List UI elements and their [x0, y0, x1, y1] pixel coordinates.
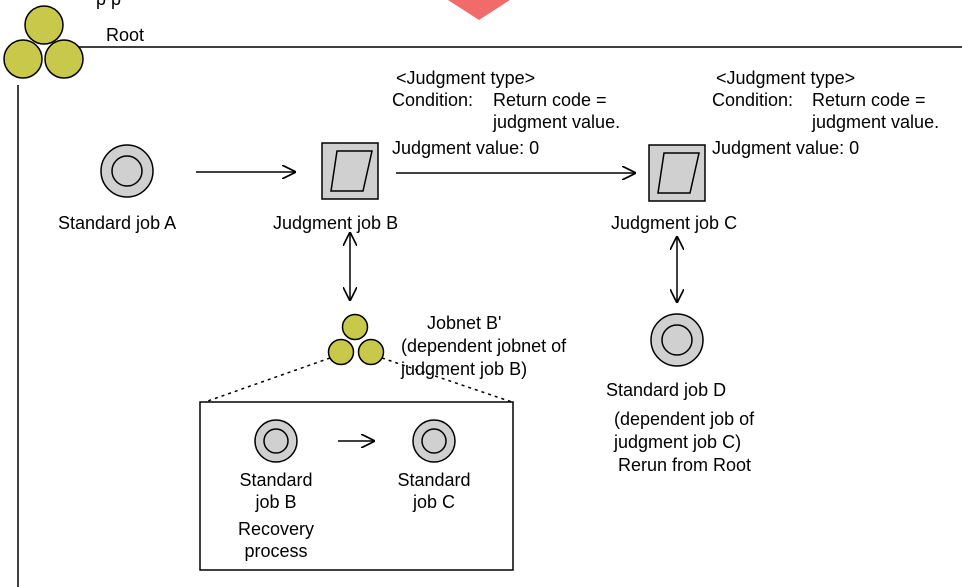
judgment-b-condition-label: Condition: — [392, 90, 474, 110]
judgment-b-value: Judgment value: 0 — [392, 138, 540, 158]
judgment-c-condition-line-1: Return code = — [812, 90, 926, 110]
expansion-line-right — [381, 357, 513, 403]
recovery-job-c-label-2: job C — [412, 492, 456, 512]
judgment-c-condition-label: Condition: — [712, 90, 794, 110]
judgment-c-value: Judgment value: 0 — [712, 138, 860, 158]
standard-job-a-label: Standard job A — [58, 213, 177, 233]
jobnet-b-prime-desc-1: (dependent jobnet of — [401, 336, 567, 356]
recovery-job-b-label-1: Standard — [239, 470, 313, 490]
judgment-job-c-icon — [648, 144, 706, 202]
standard-job-d-desc-3: Rerun from Root — [618, 455, 752, 475]
standard-job-d-label: Standard job D — [606, 380, 727, 400]
judgment-job-b-icon — [321, 142, 379, 200]
jobnet-b-prime-label: Jobnet B' — [427, 313, 502, 333]
judgment-b-condition-line-2: judgment value. — [493, 112, 621, 132]
recovery-job-c-label-1: Standard — [397, 470, 471, 490]
recovery-caption-1: Recovery — [237, 519, 315, 539]
judgment-job-c-label: Judgment job C — [611, 213, 738, 233]
recovery-box — [199, 401, 514, 571]
recovery-job-b-label-2: job B — [255, 492, 297, 512]
judgment-job-b-label: Judgment job B — [273, 213, 399, 233]
recovery-caption-2: process — [244, 541, 308, 561]
judgment-b-type: <Judgment type> — [396, 68, 536, 88]
jobnet-b-prime-icon — [327, 313, 385, 366]
judgment-b-condition-line-1: Return code = — [493, 90, 607, 110]
clipped-top-text: p p — [96, 0, 121, 10]
standard-job-d-desc-2: judgment job C) — [614, 432, 742, 452]
root-label: Root — [106, 25, 145, 45]
standard-job-d-desc-1: (dependent job of — [614, 409, 755, 429]
judgment-c-type: <Judgment type> — [716, 68, 856, 88]
standard-job-d-icon — [650, 313, 704, 367]
standard-job-c-icon — [412, 419, 456, 463]
standard-job-a-icon — [100, 144, 154, 198]
root-jobnet-icon — [3, 5, 84, 79]
judgment-c-condition-line-2: judgment value. — [812, 112, 940, 132]
pointer-marker — [448, 0, 510, 20]
expansion-line-left — [204, 357, 331, 403]
standard-job-b-icon — [254, 419, 298, 463]
jobnet-b-prime-desc-2: judgment job B) — [401, 359, 528, 379]
